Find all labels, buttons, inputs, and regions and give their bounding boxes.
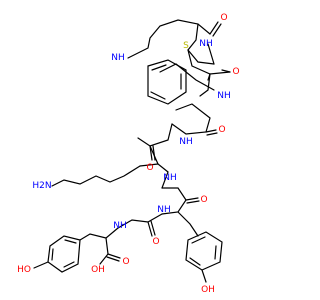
atom-nh7: NH — [113, 221, 127, 231]
atom-amine: H2N — [32, 181, 51, 191]
atom-o7: O — [122, 257, 129, 267]
bond-ring-tyr2-d2 — [51, 248, 54, 261]
atom-nh1: NH — [199, 39, 213, 49]
atom-oh1: OH — [91, 265, 105, 275]
atom-o2: O — [232, 67, 239, 77]
bond-ring-tyr1 — [185, 231, 223, 271]
bond-ring-tyr2-d1 — [64, 239, 77, 244]
atom-o6: O — [152, 237, 159, 247]
bond-ring-tyr1-d1 — [191, 236, 206, 244]
atom-nh5: NH — [163, 173, 177, 183]
bond-ring-tyr1-d3 — [189, 257, 201, 266]
bond-co4 — [149, 145, 153, 161]
bond-backbone-1 — [137, 123, 173, 147]
atom-nh6: NH — [157, 205, 171, 215]
bond-co7b — [106, 256, 120, 262]
atom-o3: O — [218, 125, 225, 135]
atom-nh3: NH — [217, 91, 231, 101]
molecule-structure-diagram: O NH S NH O O NH NH O NH H2N O NH O NH O… — [17, 13, 239, 295]
atom-o4: O — [146, 163, 153, 173]
bond-ring-phe-d1 — [151, 64, 167, 71]
bond-cys — [187, 49, 231, 75]
bond-co5 — [185, 197, 199, 201]
bond-pro-ring — [171, 103, 211, 135]
atom-nh4: NH — [179, 137, 193, 147]
bond-backbone-2 — [149, 145, 169, 189]
bond-co3b — [206, 132, 218, 136]
bond-co7 — [107, 253, 121, 259]
bond-nh2-link — [207, 43, 215, 65]
bond-ring-phe-d3 — [150, 91, 166, 100]
atom-label-layer: O NH S NH O O NH NH O NH H2N O NH O NH O… — [17, 13, 239, 295]
bond-lys-link — [139, 163, 159, 167]
bond-co1 — [209, 21, 219, 35]
atom-oh3: OH — [201, 285, 215, 295]
atom-oh2: HO — [17, 265, 31, 275]
molecule-canvas: O NH S NH O O NH NH O NH H2N O NH O NH O… — [17, 13, 239, 295]
bond-tyr2-oh — [33, 261, 49, 269]
atom-nh2: NH — [111, 53, 125, 63]
atom-o5: O — [200, 195, 207, 205]
bond-methyls — [159, 63, 215, 91]
bond-co6b — [150, 220, 156, 236]
atom-o1: O — [220, 13, 227, 23]
bond-lys-chain — [51, 165, 141, 187]
bond-layer — [33, 19, 231, 283]
atom-s1: S — [183, 41, 189, 51]
bond-ring-phe — [147, 59, 187, 105]
bond-co1b — [212, 23, 222, 37]
bond-nh3-chain — [199, 73, 211, 97]
bond-co6 — [147, 221, 153, 237]
bond-tyr1-oh — [201, 269, 207, 283]
bond-tyr2-side — [79, 233, 107, 241]
bond-acid-chain — [99, 227, 119, 265]
bond-backbone-4 — [117, 213, 163, 229]
bond-co3 — [205, 129, 217, 133]
bond-co2b — [221, 69, 231, 73]
bond-ring-tyr2-d3 — [63, 261, 75, 268]
bond-tyr1-side — [177, 211, 199, 237]
bond-co5b — [186, 200, 200, 204]
bond-ring-tyr1-d2 — [214, 245, 217, 260]
